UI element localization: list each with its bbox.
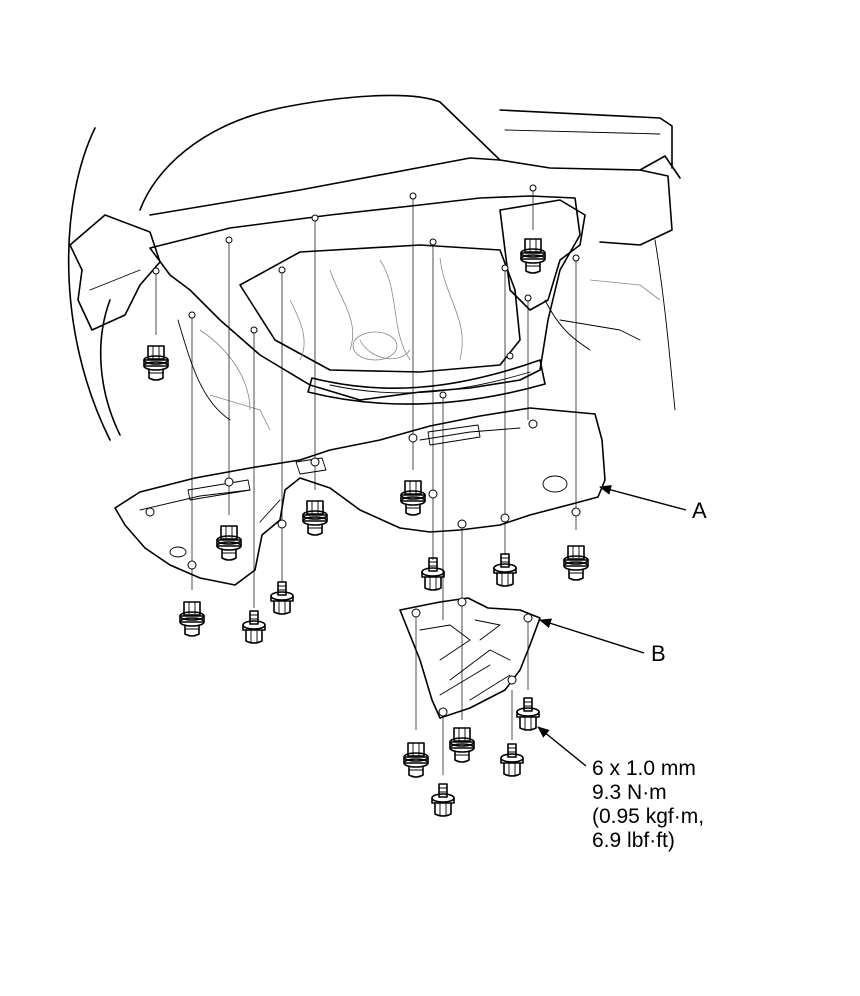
arrow-icon [539, 618, 645, 654]
fastener-spec: 6 x 1.0 mm 9.3 N·m (0.95 kgf·m, 6.9 lbf·… [592, 757, 704, 853]
flange-bolt-icon [520, 238, 546, 274]
hex-bolt-icon [493, 553, 517, 587]
hex-bolt-icon [421, 557, 445, 591]
spec-torque-kgf: (0.95 kgf·m, [592, 805, 705, 828]
arrow-icon [537, 726, 587, 767]
callout-b: B [651, 641, 666, 666]
spec-size: 6 x 1.0 mm [592, 757, 696, 780]
hex-bolt-icon [431, 783, 455, 817]
mounting-holes [145, 184, 581, 717]
arrow-icon [599, 485, 687, 511]
callout-a: A [692, 498, 707, 523]
hex-bolt-icon [242, 610, 266, 644]
leader-arrows [537, 485, 687, 767]
spec-torque-lbf: 6.9 lbf·ft) [592, 829, 675, 852]
hex-bolt-icon [500, 743, 524, 777]
vehicle-body [67, 94, 681, 441]
undercover-a [114, 407, 606, 586]
flange-bolt-icon [449, 727, 475, 763]
flange-bolt-icon [143, 345, 169, 381]
flange-bolt-icon [179, 601, 205, 637]
undercover-b [399, 597, 541, 719]
flange-bolt-icon [302, 500, 328, 536]
spec-torque: 9.3 N·m [592, 781, 667, 804]
flange-bolt-icon [563, 545, 589, 581]
hex-bolt-icon [516, 697, 540, 731]
hex-bolt-icon [270, 581, 294, 615]
flange-bolt-icon [403, 742, 429, 778]
bolt-guide-lines [155, 188, 577, 775]
